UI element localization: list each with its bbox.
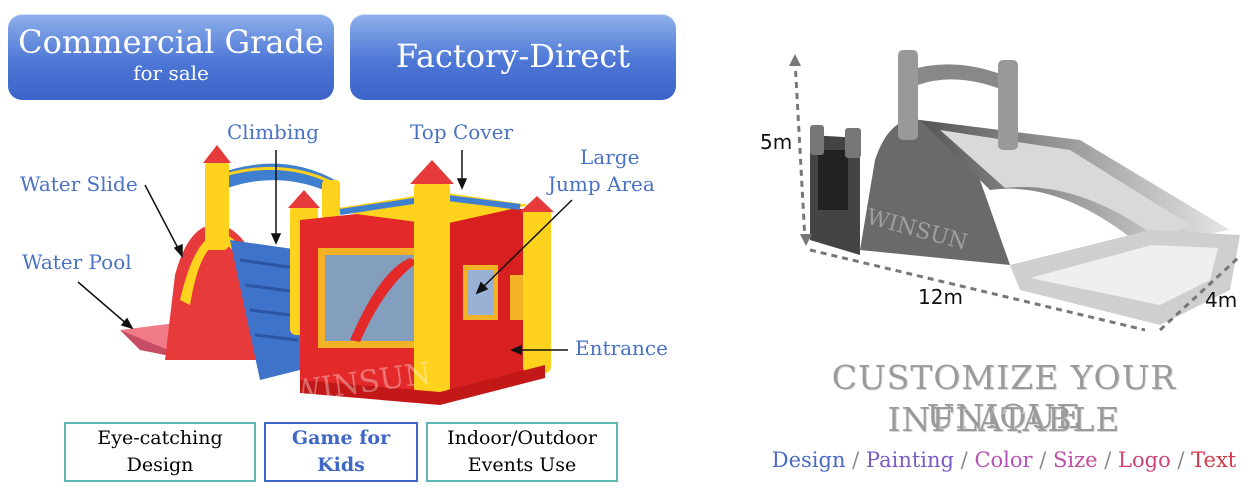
commercial-grade-title: Commercial Grade	[18, 23, 324, 61]
option-logo: Logo	[1118, 448, 1171, 472]
tower-front-left	[414, 180, 450, 395]
grayscale-inflatable-illustration: WINSUN	[789, 50, 1240, 332]
arrow-jump-area	[479, 199, 573, 291]
arrow-water-slide	[144, 184, 181, 253]
feature-indoor-outdoor: Indoor/Outdoor Events Use	[426, 422, 618, 482]
dim-line-width	[1158, 256, 1240, 332]
for-sale-text: for sale	[133, 61, 209, 85]
feature-indoor-line1: Indoor/Outdoor	[447, 427, 597, 449]
label-jump-area: Jump Area	[548, 172, 655, 196]
gray-arch	[910, 64, 1015, 95]
dim-height-label: 5m	[760, 130, 793, 154]
gray-slide	[860, 119, 1010, 265]
option-size: Size	[1052, 448, 1098, 472]
tower-front-right	[523, 208, 551, 373]
tower-left	[205, 160, 229, 250]
label-top-cover: Top Cover	[410, 120, 514, 144]
dim-line-length	[809, 248, 1146, 332]
feature-eye-line2: Design	[126, 454, 194, 476]
customize-options: Design / Painting / Color / Size / Logo …	[771, 448, 1237, 472]
factory-direct-banner: Factory-Direct	[350, 14, 676, 100]
headline-line1: CUSTOMIZE YOUR UNIQUE	[831, 358, 1177, 436]
arrow-water-pool	[77, 281, 129, 326]
feature-indoor-line2: Events Use	[467, 454, 577, 476]
label-large: Large	[580, 145, 640, 169]
headline-line2: INFLATABLE	[887, 400, 1121, 439]
option-painting: Painting	[865, 448, 954, 472]
dim-length-label: 12m	[918, 285, 963, 309]
colored-inflatable-illustration: WINSUN	[77, 145, 573, 405]
factory-direct-title: Factory-Direct	[395, 37, 631, 75]
feature-eye-catching: Eye-catching Design	[64, 422, 256, 482]
label-water-slide: Water Slide	[20, 172, 138, 196]
label-entrance: Entrance	[575, 336, 668, 360]
feature-game-line1: Game for	[291, 427, 391, 449]
commercial-grade-banner: Commercial Grade for sale	[8, 14, 334, 100]
feature-game-line2: Kids	[317, 454, 365, 476]
dim-width-label: 4m	[1205, 288, 1238, 312]
option-design: Design	[771, 448, 846, 472]
label-climbing: Climbing	[227, 120, 319, 144]
option-text: Text	[1191, 448, 1237, 472]
climbing-wall-shape	[230, 240, 300, 380]
dim-line-height	[793, 59, 807, 241]
option-color: Color	[974, 448, 1033, 472]
label-water-pool: Water Pool	[22, 250, 132, 274]
feature-game-for-kids: Game for Kids	[264, 422, 418, 482]
feature-eye-line1: Eye-catching	[97, 427, 223, 449]
